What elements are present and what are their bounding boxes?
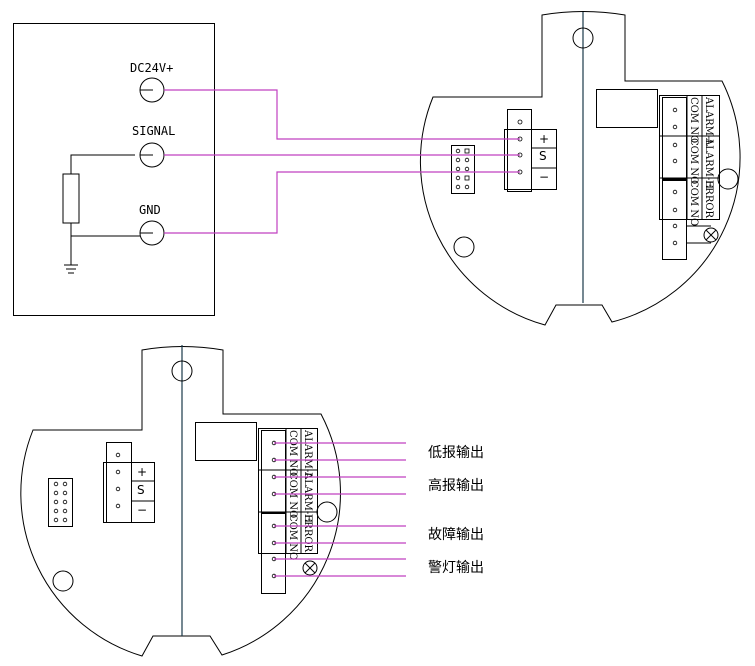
resistor-circuit	[62, 154, 140, 274]
output-label-warning-lamp: 警灯输出	[428, 560, 484, 576]
output-wires	[274, 442, 406, 577]
resistor-icon	[62, 173, 80, 224]
controller-panel: DC24V+ SIGNAL GND	[13, 23, 215, 316]
output-label-low-alarm: 低报输出	[428, 445, 484, 461]
board-top-relay-terminal: COM NO COM NO COM NO ALARM-L ALARM-H ERR…	[659, 95, 720, 260]
board-top-mount-hole	[453, 236, 475, 258]
terminal-label-dc24v: DC24V+	[130, 61, 173, 75]
board-top-power-terminal: + S −	[504, 109, 557, 192]
board-bottom: + S − COM NO COM NO COM NO ALARM-L ALARM…	[20, 345, 341, 657]
ground-icon	[64, 264, 78, 274]
board-top-outline	[419, 11, 741, 326]
controller-outline	[13, 23, 215, 316]
lamp-icon	[286, 558, 318, 577]
board-bottom-jumper-header	[48, 478, 73, 527]
board-bottom-mount-hole	[52, 570, 74, 592]
relay-label-alarm-h: ALARM-H	[302, 471, 313, 523]
board-top-mount-hole	[572, 27, 594, 49]
power-plus-symbol: +	[539, 132, 549, 146]
terminal-label-gnd: GND	[139, 203, 161, 217]
power-signal-symbol: S	[539, 149, 547, 163]
output-labels: 低报输出 高报输出 故障输出 警灯输出	[428, 445, 484, 576]
board-bottom-outline	[20, 346, 341, 657]
board-top: + S − COM NO COM NO COM NO ALARM-L A	[419, 11, 741, 326]
relay-label-alarm-l: ALARM-L	[703, 96, 714, 146]
contacts-label-alarm-h: COM NO	[688, 138, 699, 184]
power-wires	[164, 89, 520, 234]
board-bottom-chip	[195, 422, 257, 461]
power-minus-symbol: −	[539, 170, 549, 184]
board-top-jumper-header	[451, 145, 475, 194]
board-bottom-mount-hole	[316, 501, 338, 523]
relay-label-error: ERROR	[703, 180, 714, 219]
contacts-label-alarm-h: COM NO	[287, 472, 298, 518]
wire-gnd	[164, 171, 520, 234]
wire-dc24v	[164, 89, 520, 140]
terminal-dc24v	[139, 77, 165, 103]
board-top-chip	[596, 89, 658, 128]
board-bottom-mount-hole	[171, 360, 193, 382]
contacts-label-error: COM NO	[688, 180, 699, 226]
board-bottom-relay-terminal: COM NO COM NO COM NO ALARM-L ALARM-H ERR…	[258, 428, 318, 594]
output-label-high-alarm: 高报输出	[428, 477, 484, 494]
contacts-label-error: COM NO	[287, 514, 298, 560]
contacts-label-alarm-l: COM NO	[688, 97, 699, 143]
output-label-fault: 故障输出	[428, 527, 484, 543]
relay-label-error: ERROR	[302, 514, 313, 553]
terminal-signal	[139, 142, 165, 168]
lamp-icon	[687, 225, 719, 244]
power-plus-symbol: +	[137, 465, 147, 479]
board-bottom-power-terminal: + S −	[103, 442, 155, 523]
power-signal-symbol: S	[137, 483, 145, 497]
contacts-label-alarm-l: COM NO	[287, 430, 298, 476]
relay-label-alarm-l: ALARM-L	[302, 429, 313, 479]
board-top-mount-hole	[717, 168, 739, 190]
terminal-label-signal: SIGNAL	[132, 124, 175, 138]
power-minus-symbol: −	[137, 503, 147, 517]
relay-label-alarm-h: ALARM-H	[703, 137, 714, 189]
terminal-gnd	[139, 220, 165, 246]
